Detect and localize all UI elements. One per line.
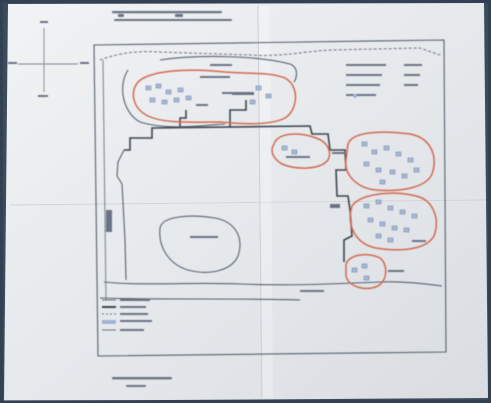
west-label xyxy=(106,210,112,232)
north-label xyxy=(232,92,254,95)
pond xyxy=(159,215,241,273)
east-gate-mark xyxy=(330,204,340,208)
map-title xyxy=(112,11,232,21)
west-road xyxy=(102,59,107,301)
site-boundary xyxy=(93,39,447,357)
inner-walls xyxy=(179,100,247,128)
compass-rose xyxy=(8,21,89,97)
east-label xyxy=(332,152,346,154)
top-label xyxy=(210,64,232,66)
settlement-loop xyxy=(122,69,226,128)
bottom-road xyxy=(103,281,443,287)
pond-label xyxy=(190,236,218,238)
red-cluster-east-2 xyxy=(349,192,437,251)
red-cluster-south-east xyxy=(345,253,404,290)
compound-wall-west xyxy=(116,149,127,281)
red-cluster-east-1 xyxy=(345,131,435,192)
map-legend-top xyxy=(346,64,422,98)
map-footer-caption xyxy=(112,377,172,387)
inner-boundary-top xyxy=(99,47,441,61)
south-label xyxy=(300,290,324,292)
top-path xyxy=(159,55,298,83)
paper-sheet xyxy=(4,3,488,401)
map-legend-bottom xyxy=(102,299,152,331)
bottom-road-edge xyxy=(99,297,301,301)
red-cluster-east-upper xyxy=(271,133,331,169)
